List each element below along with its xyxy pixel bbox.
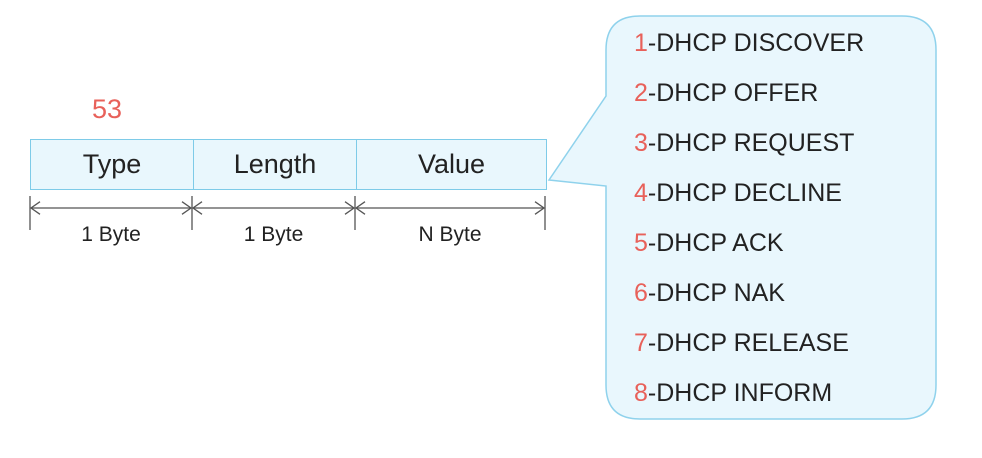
- dhcp-message-type-list: 1-DHCP DISCOVER 2-DHCP OFFER 3-DHCP REQU…: [634, 28, 864, 428]
- message-code: 3: [634, 129, 648, 157]
- message-item: 8-DHCP INFORM: [634, 378, 864, 428]
- dimension-arrow-right: [534, 201, 546, 215]
- field-type: Type: [82, 149, 142, 179]
- message-name: -DHCP DECLINE: [647, 179, 842, 207]
- dimension-arrow-left: [191, 201, 203, 215]
- message-item: 3-DHCP REQUEST: [634, 128, 864, 178]
- tlv-field-row: Type Length Value: [30, 139, 547, 190]
- message-item: 5-DHCP ACK: [634, 228, 864, 278]
- message-item: 4-DHCP DECLINE: [634, 178, 864, 228]
- field-value-size: N Byte: [418, 223, 482, 246]
- dimension-arrow-left: [29, 201, 41, 215]
- dimension-arrow-left: [354, 201, 366, 215]
- field-length-size: 1 Byte: [243, 223, 304, 246]
- message-code: 2: [634, 79, 648, 107]
- message-name: -DHCP ACK: [647, 229, 784, 257]
- type-code: 53: [92, 94, 123, 124]
- message-name: -DHCP INFORM: [647, 379, 833, 407]
- message-name: -DHCP OFFER: [647, 79, 819, 107]
- dimension-arrow-right: [181, 201, 193, 215]
- message-name: -DHCP RELEASE: [647, 329, 849, 357]
- message-item: 7-DHCP RELEASE: [634, 328, 864, 378]
- message-code: 5: [634, 229, 648, 257]
- field-length: Length: [193, 140, 356, 189]
- message-name: -DHCP REQUEST: [647, 129, 855, 157]
- message-code: 6: [634, 279, 648, 307]
- message-item: 2-DHCP OFFER: [634, 78, 864, 128]
- field-value: Value: [356, 140, 546, 189]
- message-code: 7: [634, 329, 648, 357]
- field-type-size: 1 Byte: [81, 223, 141, 246]
- message-name: -DHCP DISCOVER: [647, 29, 865, 57]
- dimension-arrow-right: [344, 201, 356, 215]
- message-code: 4: [634, 179, 648, 207]
- message-code: 8: [634, 379, 648, 407]
- message-code: 1: [634, 29, 648, 57]
- callout-bubble: [547, 15, 937, 420]
- message-item: 6-DHCP NAK: [634, 278, 864, 328]
- message-item: 1-DHCP DISCOVER: [634, 28, 864, 78]
- message-name: -DHCP NAK: [647, 279, 785, 307]
